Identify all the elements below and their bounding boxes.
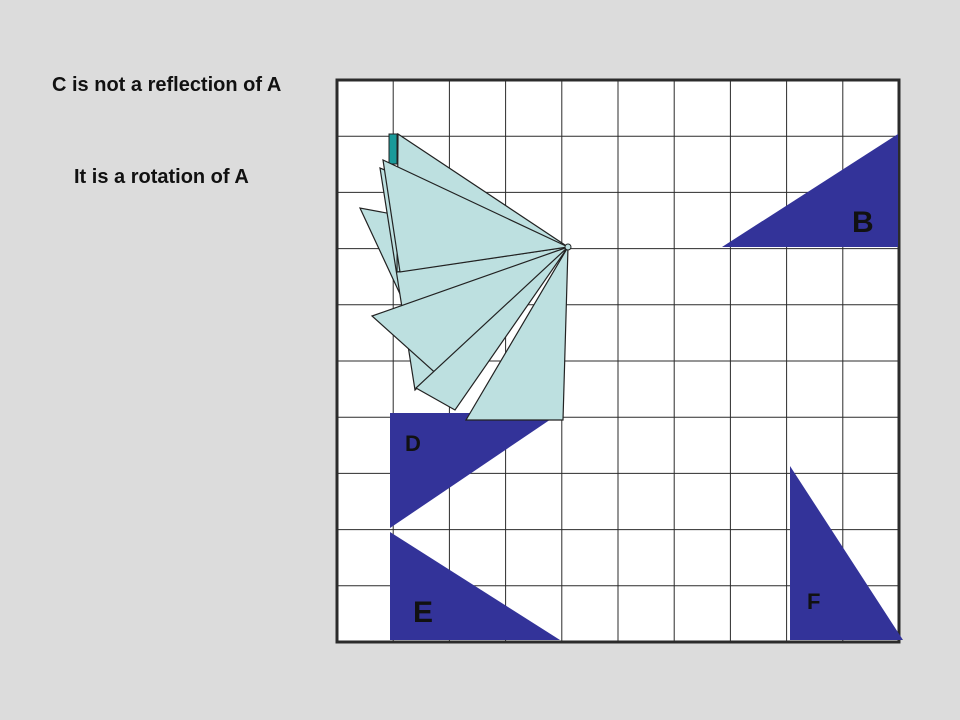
rotated-copy-of-a [414,246,569,411]
label-e: E [413,596,433,629]
rotated-copy-of-a [464,246,569,421]
triangle-b [722,134,898,247]
triangle-d [390,413,560,528]
triangle-e [390,532,560,640]
label-d: D [405,431,421,456]
label-b: B [852,206,874,239]
teal-edge-marker [388,133,398,165]
caption-rotation: It is a rotation of A [74,166,249,188]
rotation-sequence [358,132,571,421]
triangle-f [790,466,903,640]
rotated-copy-of-a [382,158,571,273]
label-f: F [807,589,820,614]
rotation-center [564,243,572,251]
caption-not-reflection: C is not a reflection of A [52,74,282,96]
